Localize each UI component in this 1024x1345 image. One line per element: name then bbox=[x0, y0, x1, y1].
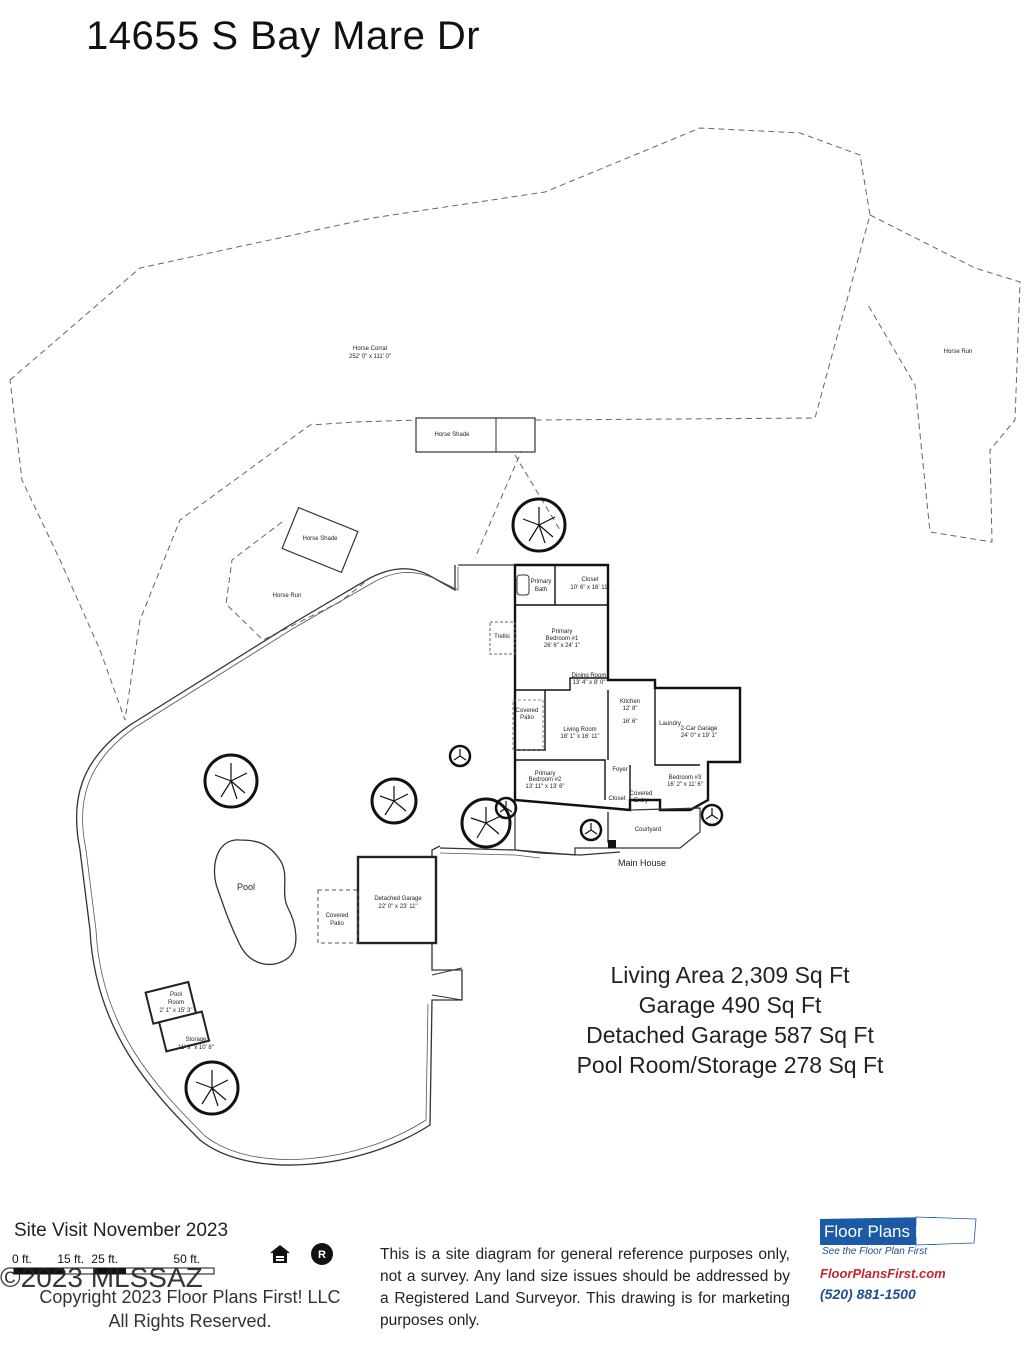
floor-plans-first-logo: Floor Plans First! See the Floor Plan Fi… bbox=[820, 1216, 977, 1257]
covered-patio-garage-label-2: Patio bbox=[330, 921, 344, 927]
fpf-phone: (520) 881-1500 bbox=[820, 1286, 916, 1302]
kitchen-dim: 12' 8" bbox=[623, 706, 638, 712]
area-living: Living Area 2,309 Sq Ft bbox=[610, 962, 850, 988]
fpf-url[interactable]: FloorPlansFirst.com bbox=[820, 1266, 946, 1281]
detached-garage-label: Detached Garage bbox=[374, 896, 422, 902]
horse-shade-2 bbox=[281, 506, 359, 574]
kitchen-label: Kitchen bbox=[620, 699, 640, 705]
covered-patio bbox=[512, 699, 544, 751]
storage-room bbox=[157, 1010, 211, 1053]
horse-run-west-label: Horse Run bbox=[273, 593, 302, 599]
watermark: ©2023 MLSSAZ bbox=[0, 1262, 203, 1293]
storage-dim: 11' 9" x 10' 8" bbox=[178, 1045, 214, 1051]
scale-labels: 0 ft. 15 ft. 25 ft. 50 ft. bbox=[12, 1252, 200, 1266]
pool-room-dim: 2' 1" x 15' 3" bbox=[160, 1008, 193, 1014]
pool-room-label-2: Room bbox=[168, 1000, 184, 1006]
horse-run-west-boundary bbox=[225, 521, 371, 641]
primary-bedroom-2-label: Primary bbox=[535, 771, 556, 777]
equal-housing-icon bbox=[270, 1245, 290, 1263]
copyright-line-2: All Rights Reserved. bbox=[108, 1311, 272, 1331]
primary-bath-label-2: Bath bbox=[535, 587, 547, 593]
logo-tagline: See the Floor Plan First bbox=[822, 1246, 928, 1257]
trellis-label: Trellis bbox=[494, 634, 510, 640]
primary-bedroom-dim: 26' 6" x 24' 1" bbox=[544, 643, 580, 649]
scale-bar bbox=[13, 1267, 215, 1275]
covered-patio-garage-label: Covered bbox=[326, 913, 349, 919]
garage-dim: 24' 0" x 19' 1" bbox=[681, 733, 717, 739]
covered-patio-label: Covered bbox=[516, 708, 539, 714]
foyer-label: Foyer bbox=[612, 767, 627, 773]
realtor-icon: R bbox=[311, 1243, 333, 1265]
horse-run-east-label: Horse Run bbox=[944, 349, 973, 355]
horse-corral-dim: 252' 0" x 111' 0" bbox=[349, 354, 391, 360]
dining-room-dim: 13' 4" x 8' 0" bbox=[573, 680, 606, 686]
detached-garage-dim: 22' 0" x 23' 11" bbox=[378, 904, 417, 910]
covered-patio-label-2: Patio bbox=[520, 715, 534, 721]
primary-bedroom-2-label-2: Bedroom #2 bbox=[529, 777, 562, 783]
area-pool-room-storage: Pool Room/Storage 278 Sq Ft bbox=[576, 1052, 884, 1078]
trellis bbox=[489, 621, 516, 655]
horse-shade-1 bbox=[415, 417, 536, 453]
storage-label: Storage bbox=[185, 1037, 207, 1043]
area-garage: Garage 490 Sq Ft bbox=[638, 992, 822, 1018]
living-room-label: Living Room bbox=[563, 727, 596, 733]
pool-label: Pool bbox=[237, 882, 255, 892]
covered-entry-label-2: Entry bbox=[634, 798, 648, 804]
primary-bedroom-label: Primary bbox=[552, 629, 573, 635]
scale-label-15: 15 ft. bbox=[57, 1252, 85, 1266]
horse-shade-2-label: Horse Shade bbox=[302, 536, 338, 542]
yard-boundary bbox=[75, 565, 463, 1166]
bedroom-3-label: Bedroom #3 bbox=[669, 775, 702, 781]
copyright: Copyright 2023 Floor Plans First! LLC Al… bbox=[10, 1285, 370, 1333]
page-title: 14655 S Bay Mare Dr bbox=[86, 14, 481, 58]
horse-corral-label: Horse Corral bbox=[353, 346, 387, 352]
svg-text:R: R bbox=[318, 1249, 326, 1261]
pool-room-label: Pool bbox=[170, 992, 182, 998]
area-detached-garage: Detached Garage 587 Sq Ft bbox=[586, 1022, 874, 1048]
copyright-line-1: Copyright 2023 Floor Plans First! LLC bbox=[39, 1287, 341, 1307]
covered-entry-label: Covered bbox=[630, 791, 653, 797]
main-house-label: Main House bbox=[618, 858, 666, 868]
primary-bedroom-label-2: Bedroom #1 bbox=[546, 636, 579, 642]
logo-text: Floor Plans First! bbox=[824, 1222, 952, 1241]
closet-label: Closet bbox=[581, 577, 598, 583]
laundry-label: Laundry bbox=[659, 721, 681, 727]
covered-patio-garage bbox=[317, 889, 359, 944]
living-room-dim: 18' 1" x 16' 11" bbox=[560, 734, 599, 740]
closet-dim: 10' 6" x 16' 11" bbox=[570, 585, 609, 591]
pool-outline bbox=[213, 839, 297, 966]
bedroom-3-dim: 16' 2" x 11' 6" bbox=[667, 782, 703, 788]
courtyard bbox=[514, 800, 701, 856]
horse-shade-1-label: Horse Shade bbox=[434, 432, 470, 438]
horse-run-east-boundary bbox=[867, 214, 1021, 543]
disclaimer: This is a site diagram for general refer… bbox=[380, 1246, 790, 1329]
area-summary: Living Area 2,309 Sq Ft Garage 490 Sq Ft… bbox=[540, 960, 920, 1080]
scale-label-25: 25 ft. bbox=[91, 1252, 119, 1266]
tree-icon bbox=[184, 497, 724, 1116]
detached-garage bbox=[356, 855, 438, 945]
garage-label: 2-Car Garage bbox=[681, 726, 718, 732]
site-visit-date: Site Visit November 2023 bbox=[14, 1220, 229, 1241]
courtyard-label: Courtyard bbox=[635, 827, 661, 833]
scale-label-50: 50 ft. bbox=[173, 1252, 201, 1266]
primary-bedroom-2-dim: 13' 11" x 13' 6" bbox=[525, 784, 564, 790]
closet-2-label: Closet bbox=[608, 796, 625, 802]
kitchen-dim-2: 16' 6" bbox=[623, 719, 638, 725]
scale-label-0: 0 ft. bbox=[12, 1252, 33, 1266]
dining-room-label: Dining Room bbox=[572, 673, 607, 679]
primary-bath-label: Primary bbox=[531, 579, 552, 585]
